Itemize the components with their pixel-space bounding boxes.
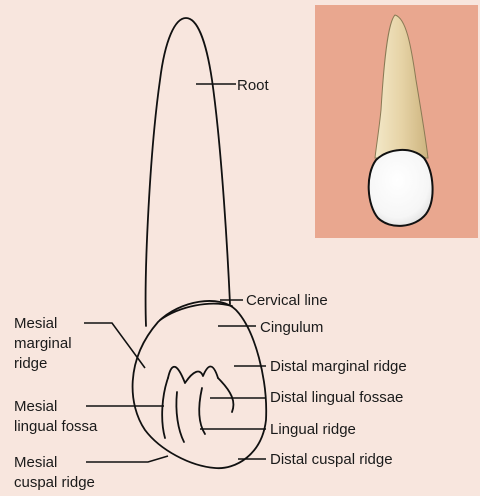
label-mesial-marginal-ridge-1: Mesial bbox=[14, 315, 57, 332]
label-distal-lingual-fossae: Distal lingual fossae bbox=[270, 389, 403, 406]
mesial-marginal-ridge-line bbox=[162, 378, 168, 438]
label-mesial-lingual-fossa-2: lingual fossa bbox=[14, 418, 98, 435]
label-distal-marginal-ridge: Distal marginal ridge bbox=[270, 358, 407, 375]
label-root: Root bbox=[237, 77, 270, 94]
root-outline bbox=[146, 18, 230, 326]
label-distal-cuspal-ridge: Distal cuspal ridge bbox=[270, 451, 393, 468]
label-mesial-marginal-ridge-3: ridge bbox=[14, 355, 47, 372]
label-mesial-lingual-fossa-1: Mesial bbox=[14, 398, 57, 415]
label-lingual-ridge: Lingual ridge bbox=[270, 421, 356, 438]
label-mesial-cuspal-ridge-2: cuspal ridge bbox=[14, 474, 95, 491]
label-mesial-cuspal-ridge-1: Mesial bbox=[14, 454, 57, 471]
label-mesial-marginal-ridge-2: marginal bbox=[14, 335, 72, 352]
distal-marginal-ridge-line bbox=[218, 378, 233, 412]
label-cervical-line: Cervical line bbox=[246, 292, 328, 309]
label-cingulum: Cingulum bbox=[260, 319, 323, 336]
distal-fossa-line bbox=[199, 388, 205, 434]
leader-lines bbox=[84, 84, 266, 462]
mesial-fossa-line bbox=[176, 392, 184, 442]
cingulum-shape bbox=[168, 367, 218, 384]
